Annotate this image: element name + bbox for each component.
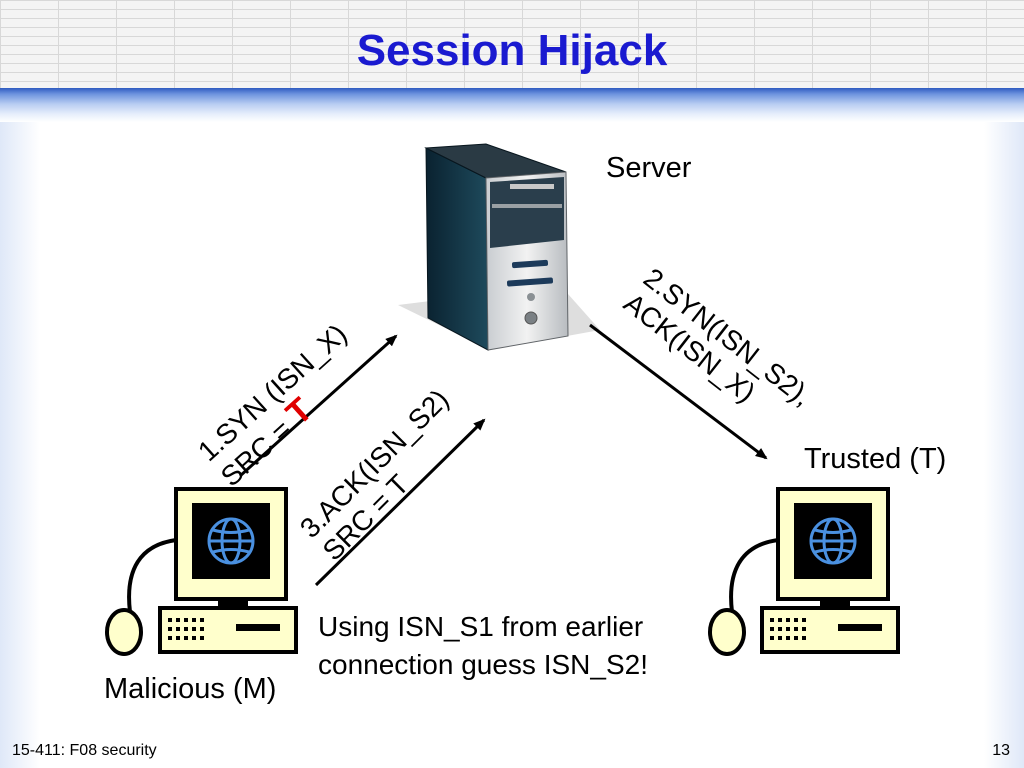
arrow-ack-to-server: [314, 418, 486, 587]
malicious-label: Malicious (M): [104, 673, 277, 705]
slide-title: Session Hijack: [356, 26, 668, 75]
side-fade-right: [984, 122, 1024, 768]
page-number: 13: [992, 742, 1010, 759]
guess-note-line-1: Using ISN_S1 from earlier: [318, 611, 644, 642]
header-band: [0, 88, 1024, 122]
arrow-syn-to-server: [238, 334, 398, 478]
side-fade-left: [0, 122, 40, 768]
arrow-synack-to-trusted: [589, 323, 768, 460]
globe-icon: [809, 517, 857, 565]
trusted-label: Trusted (T): [804, 443, 947, 475]
globe-icon: [207, 517, 255, 565]
server-label: Server: [606, 152, 692, 184]
header-pattern: [0, 0, 1024, 92]
guess-note: Using ISN_S1 from earlier connection gue…: [318, 608, 648, 684]
desktop-computer-icon: [708, 487, 900, 656]
desktop-computer-icon: [105, 487, 298, 656]
guess-note-line-2: connection guess ISN_S2!: [318, 649, 648, 680]
server-tower-icon: [398, 143, 600, 351]
footer-course: 15-411: F08 security: [12, 742, 157, 759]
